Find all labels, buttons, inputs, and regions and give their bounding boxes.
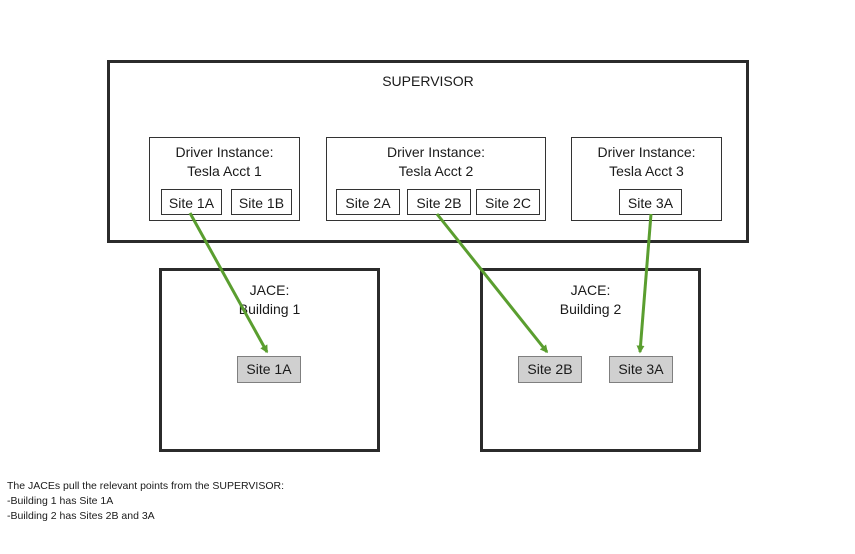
site-1a-node: Site 1A [161, 189, 222, 215]
jace-building-1-box: JACE: Building 1 Site 1A [159, 268, 380, 452]
site-2c-node: Site 2C [476, 189, 540, 215]
jace-title: JACE: Building 2 [483, 281, 698, 319]
driver-account-label: Tesla Acct 2 [398, 163, 474, 179]
driver-instance-tesla-acct-3: Driver Instance: Tesla Acct 3 Site 3A [571, 137, 722, 221]
driver-instance-label: Driver Instance: [386, 144, 486, 160]
driver-instance-title: Driver Instance: Tesla Acct 3 [572, 143, 721, 181]
driver-account-label: Tesla Acct 1 [187, 163, 262, 179]
driver-instance-title: Driver Instance: Tesla Acct 2 [327, 143, 545, 181]
explanatory-note: The JACEs pull the relevant points from … [7, 479, 284, 524]
driver-instance-tesla-acct-1: Driver Instance: Tesla Acct 1 Site 1A Si… [149, 137, 300, 221]
site-2a-node: Site 2A [336, 189, 400, 215]
building-label: Building 1 [238, 301, 301, 317]
driver-instance-title: Driver Instance: Tesla Acct 1 [150, 143, 299, 181]
note-line-3: -Building 2 has Sites 2B and 3A [7, 510, 155, 522]
jace-title: JACE: Building 1 [162, 281, 377, 319]
driver-account-label: Tesla Acct 3 [609, 163, 684, 179]
jace-site-3a: Site 3A [609, 356, 673, 383]
driver-instance-label: Driver Instance: [597, 144, 696, 160]
note-line-2: -Building 1 has Site 1A [7, 495, 114, 507]
driver-instance-tesla-acct-2: Driver Instance: Tesla Acct 2 Site 2A Si… [326, 137, 546, 221]
driver-instance-label: Driver Instance: [175, 144, 274, 160]
jace-building-2-box: JACE: Building 2 Site 2B Site 3A [480, 268, 701, 452]
site-1b-node: Site 1B [231, 189, 292, 215]
supervisor-title: SUPERVISOR [382, 73, 474, 89]
building-label: Building 2 [559, 301, 622, 317]
jace-site-2b: Site 2B [518, 356, 582, 383]
jace-site-1a: Site 1A [237, 356, 301, 383]
jace-label: JACE: [570, 282, 611, 298]
site-2b-node: Site 2B [407, 189, 471, 215]
site-3a-node: Site 3A [619, 189, 682, 215]
jace-label: JACE: [249, 282, 290, 298]
note-line-1: The JACEs pull the relevant points from … [7, 480, 285, 492]
